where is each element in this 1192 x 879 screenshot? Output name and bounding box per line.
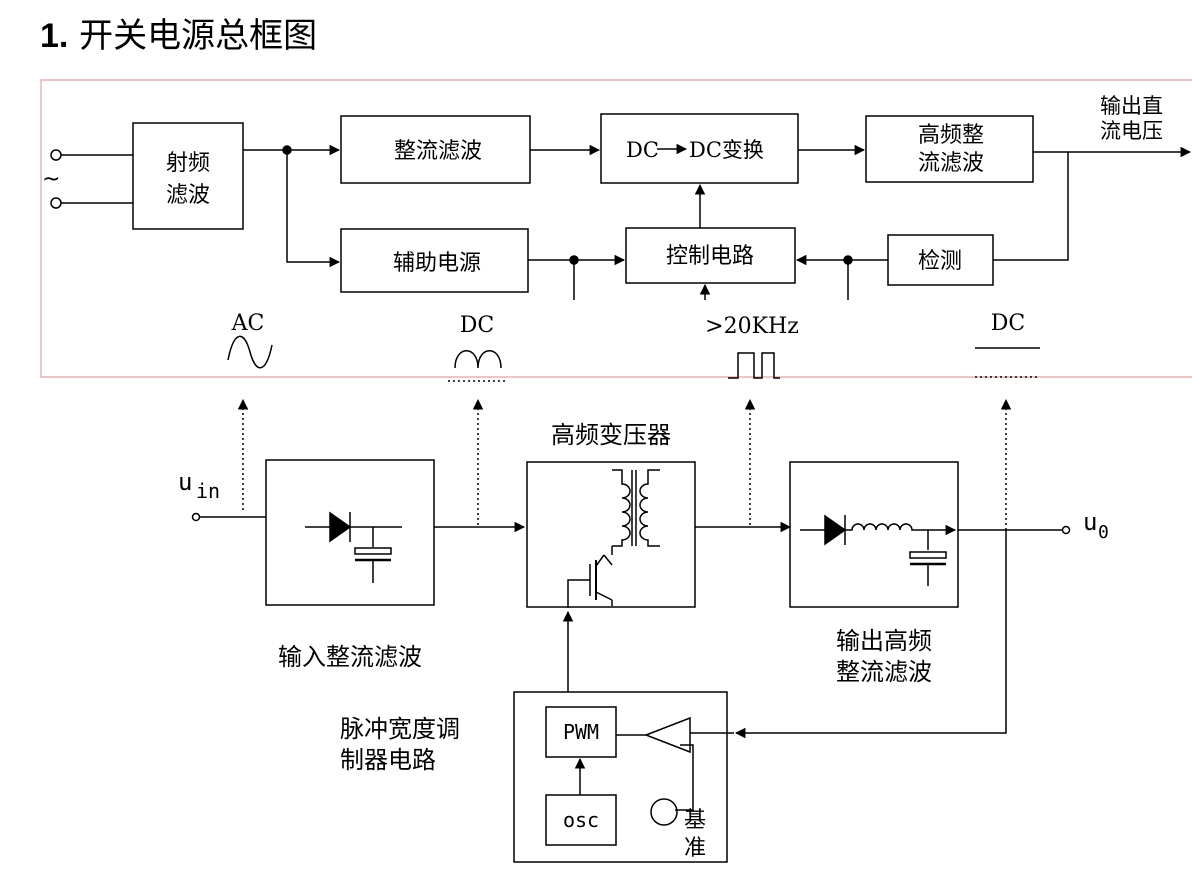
input-terminal-2: [50, 197, 62, 209]
uin-label: u: [178, 468, 192, 496]
hf-rect-label-1: 高频整: [918, 123, 984, 148]
output-rectifier-block: [789, 461, 959, 608]
u0-terminal: [1061, 525, 1071, 535]
wave-label-freq: >20KHz: [705, 314, 799, 339]
osc-label: osc: [563, 808, 599, 832]
wave-label-dc1: DC: [460, 313, 494, 338]
rf-filter-label-1: 射频: [166, 151, 210, 176]
transformer-label: 高频变压器: [551, 421, 671, 449]
output-rect-label-2: 整流滤波: [836, 658, 932, 686]
dc-ripple-icon: [454, 350, 502, 369]
reference-label-2: 准: [684, 836, 706, 861]
dcdc-label-left: DC: [626, 138, 659, 162]
secondary-coil-icon: [639, 469, 660, 547]
wave-label-dc2: DC: [991, 311, 1025, 336]
control-circuit-block: [625, 227, 796, 284]
pwm-circuit-label-2: 制器电路: [340, 746, 436, 774]
output-label-1: 输出直: [1100, 94, 1163, 118]
pwm-box: [545, 706, 617, 758]
page-title: 1. 开关电源总框图: [40, 8, 317, 57]
input-rectifier-block: [265, 459, 435, 606]
pwm-circuit-label-1: 脉冲宽度调: [340, 715, 460, 743]
inductor-icon: [845, 523, 945, 531]
aux-power-label: 辅助电源: [393, 251, 481, 276]
output-capacitor-icon: [909, 551, 947, 559]
input-terminal-1: [50, 149, 62, 161]
output-diode-icon: [824, 514, 847, 546]
top-diagram-labels: 射频 滤波 整流滤波 DC DC变换 高频整 流滤波 辅助电源 控制电路 检测 …: [42, 94, 1163, 339]
uin-subscript: in: [196, 479, 220, 503]
reference-icon: [650, 798, 678, 826]
output-rect-label-1: 输出高频: [836, 627, 932, 655]
top-block-diagram: [40, 79, 1192, 382]
uin-terminal: [191, 512, 201, 522]
pwm-label: PWM: [563, 720, 599, 744]
pwm-modulator-block: [513, 691, 728, 863]
capacitor-icon: [354, 547, 392, 555]
diode-icon: [329, 511, 352, 543]
rectifier-filter-label: 整流滤波: [394, 139, 482, 164]
dcdc-label-right: DC变换: [689, 138, 764, 162]
title-text: 开关电源总框图: [79, 16, 318, 56]
dcdc-converter-block: [600, 113, 799, 184]
comparator-icon: [643, 716, 691, 754]
rf-filter-block: [132, 122, 244, 230]
u0-subscript: 0: [1098, 522, 1109, 543]
top-diagram-frame: [40, 79, 1192, 378]
transformer-block: [526, 461, 696, 608]
ac-input-symbol: ~: [42, 167, 60, 192]
primary-coil-icon: [612, 469, 631, 547]
wave-label-ac: AC: [231, 311, 265, 336]
bottom-circuit-diagram: [191, 398, 1071, 863]
output-label-2: 流电压: [1100, 119, 1163, 143]
reference-label-1: 基: [684, 808, 706, 833]
hf-rect-label-2: 流滤波: [918, 151, 984, 176]
u0-label: u: [1083, 508, 1097, 536]
hf-rectifier-filter-block: [865, 115, 1034, 183]
ac-wave-icon: [227, 335, 273, 369]
detection-label: 检测: [918, 249, 962, 274]
title-number: 1.: [40, 17, 69, 55]
rf-filter-label-2: 滤波: [166, 183, 210, 208]
input-rect-label: 输入整流滤波: [278, 643, 422, 671]
control-circuit-label: 控制电路: [666, 244, 754, 269]
osc-box: [545, 794, 617, 846]
bottom-diagram-labels: u in u 0 高频变压器 输入整流滤波 输出高频 整流滤波 脉冲宽度调 制器…: [178, 421, 1109, 861]
square-wave-icon: [728, 352, 780, 379]
